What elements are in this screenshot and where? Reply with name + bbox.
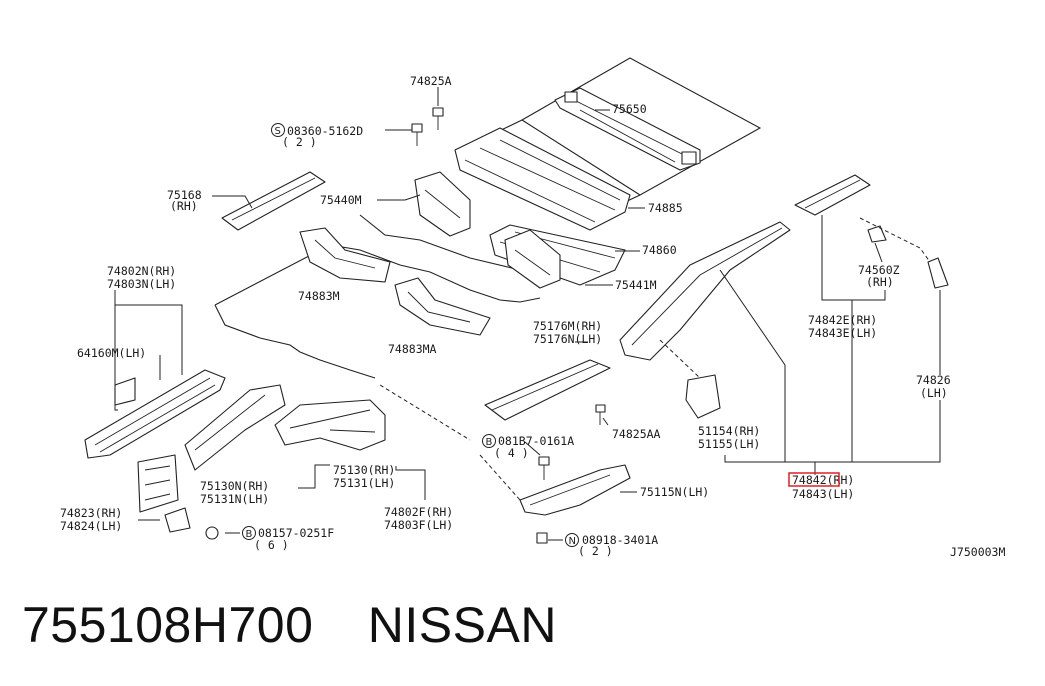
part-number: 755108H700	[22, 597, 314, 653]
label-74802F: 74802F(RH)	[384, 505, 453, 519]
brand-name: NISSAN	[367, 597, 557, 653]
part-74823[interactable]	[137, 454, 179, 513]
part-51154[interactable]	[685, 374, 721, 419]
label-74803F: 74803F(LH)	[384, 518, 453, 532]
diagram-code: J750003M	[950, 545, 1005, 559]
label-74560Z: 74560Z	[858, 263, 900, 277]
svg-text:S: S	[275, 126, 281, 137]
part-75440M[interactable]	[414, 171, 471, 237]
part-74802N[interactable]	[84, 369, 226, 459]
label-64160M: 64160M(LH)	[77, 346, 146, 360]
part-75130N[interactable]	[184, 384, 286, 471]
part-74842E[interactable]	[794, 174, 871, 216]
part-75176M[interactable]	[484, 359, 611, 421]
label-75130: 75130(RH)	[333, 463, 395, 477]
part-75168[interactable]	[221, 171, 326, 231]
label-51154: 51154(RH)	[698, 424, 760, 438]
label-08918: 08918-3401A	[582, 533, 658, 547]
label-08157-qty: ( 6 )	[254, 538, 289, 552]
svg-text:B: B	[486, 437, 493, 448]
label-08360-qty: ( 2 )	[282, 135, 317, 149]
label-75440M: 75440M	[320, 193, 362, 207]
leader-lines	[114, 87, 941, 541]
bolt-08360[interactable]	[411, 123, 423, 146]
footer: 755108H700 NISSAN	[22, 596, 557, 654]
part-74885[interactable]	[454, 127, 631, 231]
part-75115N[interactable]	[519, 464, 631, 516]
label-75115N: 75115N(LH)	[640, 485, 709, 499]
label-74883MA: 74883MA	[388, 342, 437, 356]
label-75130N: 75130N(RH)	[200, 479, 269, 493]
svg-text:N: N	[569, 536, 576, 547]
part-74883M[interactable]	[299, 227, 391, 283]
part-labels: 74825A 08360-5162D ( 2 ) 75650 75168 (RH…	[60, 74, 1005, 559]
symbol-b-081B7: B	[482, 434, 496, 448]
label-75168: 75168	[167, 188, 202, 202]
label-74803N: 74803N(LH)	[107, 277, 176, 291]
part-75650[interactable]	[554, 87, 701, 171]
part-08157[interactable]	[164, 507, 219, 540]
bolt-081B7[interactable]	[538, 456, 550, 480]
label-74843: 74843(LH)	[792, 487, 854, 501]
label-08157: 08157-0251F	[258, 526, 334, 540]
label-74825A: 74825A	[410, 74, 452, 88]
label-75650: 75650	[612, 102, 647, 116]
label-75441M: 75441M	[615, 278, 657, 292]
label-081B7: 081B7-0161A	[498, 434, 574, 448]
nut-08918[interactable]	[536, 532, 548, 544]
part-74802F[interactable]	[274, 399, 386, 451]
part-74883MA[interactable]	[394, 277, 491, 336]
label-08918-qty: ( 2 )	[578, 544, 613, 558]
svg-text:B: B	[246, 529, 253, 540]
part-74842[interactable]	[619, 221, 791, 361]
part-74826[interactable]	[927, 257, 949, 289]
label-74826: 74826	[916, 373, 951, 387]
symbol-n: N	[565, 533, 579, 547]
label-74823: 74823(RH)	[60, 506, 122, 520]
bolt-74825A[interactable]	[432, 107, 444, 130]
label-75176M: 75176M(RH)	[533, 319, 602, 333]
label-74560Z-rh: (RH)	[866, 275, 894, 289]
label-51155: 51155(LH)	[698, 437, 760, 451]
part-75441M[interactable]	[504, 229, 561, 289]
symbol-s: S	[271, 123, 285, 137]
label-74826-lh: (LH)	[920, 386, 948, 400]
label-74842E: 74842E(RH)	[808, 313, 877, 327]
label-75131N: 75131N(LH)	[200, 492, 269, 506]
label-74824: 74824(LH)	[60, 519, 122, 533]
label-74842: 74842(RH)	[792, 473, 854, 487]
bolt-74825AA[interactable]	[595, 404, 606, 425]
part-74560Z[interactable]	[867, 225, 887, 243]
highlight-box	[788, 472, 840, 487]
label-74843E: 74843E(LH)	[808, 326, 877, 340]
label-75168-rh: (RH)	[170, 199, 198, 213]
label-74885: 74885	[648, 201, 683, 215]
label-08360: 08360-5162D	[287, 124, 363, 138]
label-081B7-qty: ( 4 )	[494, 446, 529, 460]
label-74825AA: 74825AA	[612, 427, 661, 441]
label-74860: 74860	[642, 243, 677, 257]
label-75131: 75131(LH)	[333, 476, 395, 490]
label-74802N: 74802N(RH)	[107, 264, 176, 278]
label-74883M: 74883M	[298, 289, 340, 303]
symbol-b-08157: B	[242, 526, 256, 540]
label-75176N: 75176N(LH)	[533, 332, 602, 346]
dashed-reference-lines	[379, 217, 931, 501]
